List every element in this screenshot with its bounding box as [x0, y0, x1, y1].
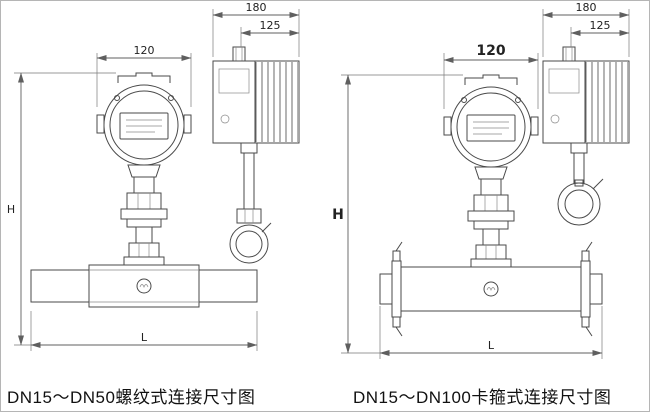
- dim-label-120: 120: [134, 44, 155, 57]
- logo-mark: [483, 281, 499, 297]
- caption-threaded-connection: DN15～DN50螺纹式连接尺寸图: [7, 388, 256, 407]
- left-dim-height: H: [7, 72, 116, 346]
- left-drawing-threaded: 120 H L 180: [7, 1, 300, 351]
- right-dim-length: L: [379, 306, 603, 359]
- left-dim-side-offset: 125: [240, 19, 300, 47]
- right-dim-head-width: 120: [443, 43, 539, 109]
- clamp-flange-left: [391, 260, 402, 318]
- logo-mark: [136, 278, 152, 294]
- right-drawing-clamp: 120 H L 180: [332, 1, 630, 359]
- left-front-view: [30, 72, 258, 308]
- right-dim-side-offset: 125: [570, 19, 630, 47]
- dim-label-120: 120: [476, 43, 505, 59]
- right-dim-side-width: 180: [542, 1, 630, 57]
- left-dim-length: L: [30, 311, 258, 351]
- dim-label-125: 125: [590, 19, 611, 32]
- clamp-flange-right: [580, 260, 591, 318]
- right-side-view: 180 125: [542, 1, 630, 226]
- sensor-clamp-circle: [557, 182, 601, 226]
- dim-label-H: H: [7, 203, 15, 216]
- dim-label-180: 180: [246, 1, 267, 14]
- sensor-clamp-circle: [229, 224, 269, 264]
- caption-clamp-connection: DN15～DN100卡箍式连接尺寸图: [353, 388, 612, 407]
- dim-label-180: 180: [576, 1, 597, 14]
- threaded-end-left: [30, 269, 90, 303]
- dim-label-L: L: [141, 331, 148, 344]
- left-dim-head-width: 120: [96, 44, 192, 107]
- threaded-end-right: [198, 269, 258, 303]
- pipe-body: [88, 264, 200, 308]
- dim-label-125: 125: [260, 19, 281, 32]
- right-front-view: [379, 74, 603, 337]
- dim-label-H: H: [332, 207, 344, 223]
- dim-label-L: L: [488, 339, 495, 352]
- left-dim-side-width: 180: [212, 1, 300, 57]
- pipe-body: [400, 266, 582, 312]
- right-dim-height: H: [332, 74, 463, 354]
- left-side-view: 180 125: [212, 1, 300, 264]
